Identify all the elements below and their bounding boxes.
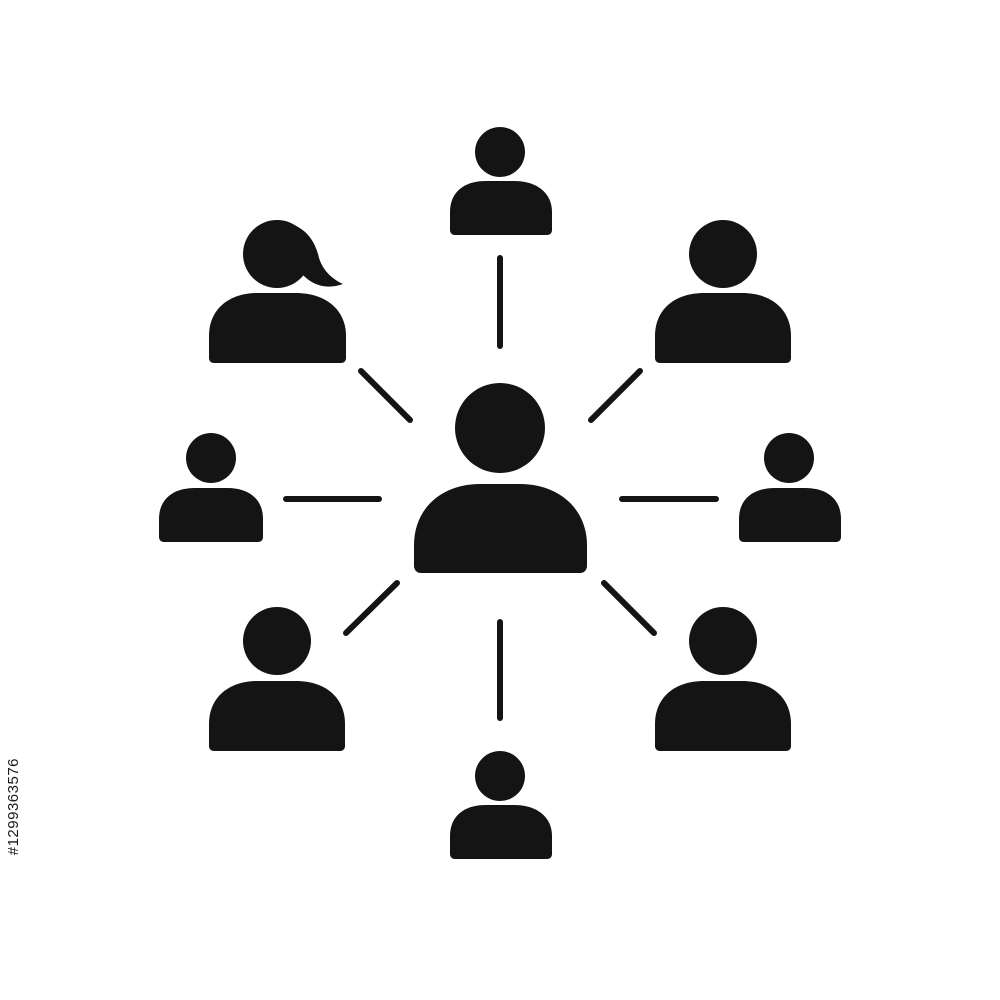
connector-top-left <box>358 368 413 423</box>
connector-lines <box>283 255 719 721</box>
top-left-woman-icon <box>209 220 346 363</box>
connector-top-right <box>588 368 643 423</box>
connector-bottom-right <box>601 580 657 636</box>
bottom-person-icon <box>450 751 552 859</box>
bottom-left-person-icon <box>209 607 345 751</box>
center-person-icon <box>414 383 587 573</box>
right-person-icon <box>739 433 841 542</box>
top-person-icon <box>450 127 552 235</box>
connector-bottom-left <box>343 580 400 636</box>
left-person-icon <box>159 433 263 542</box>
person-icons <box>159 127 841 859</box>
top-right-person-icon <box>655 220 791 363</box>
stock-id-label: #1299363576 <box>5 758 22 856</box>
bottom-right-person-icon <box>655 607 791 751</box>
